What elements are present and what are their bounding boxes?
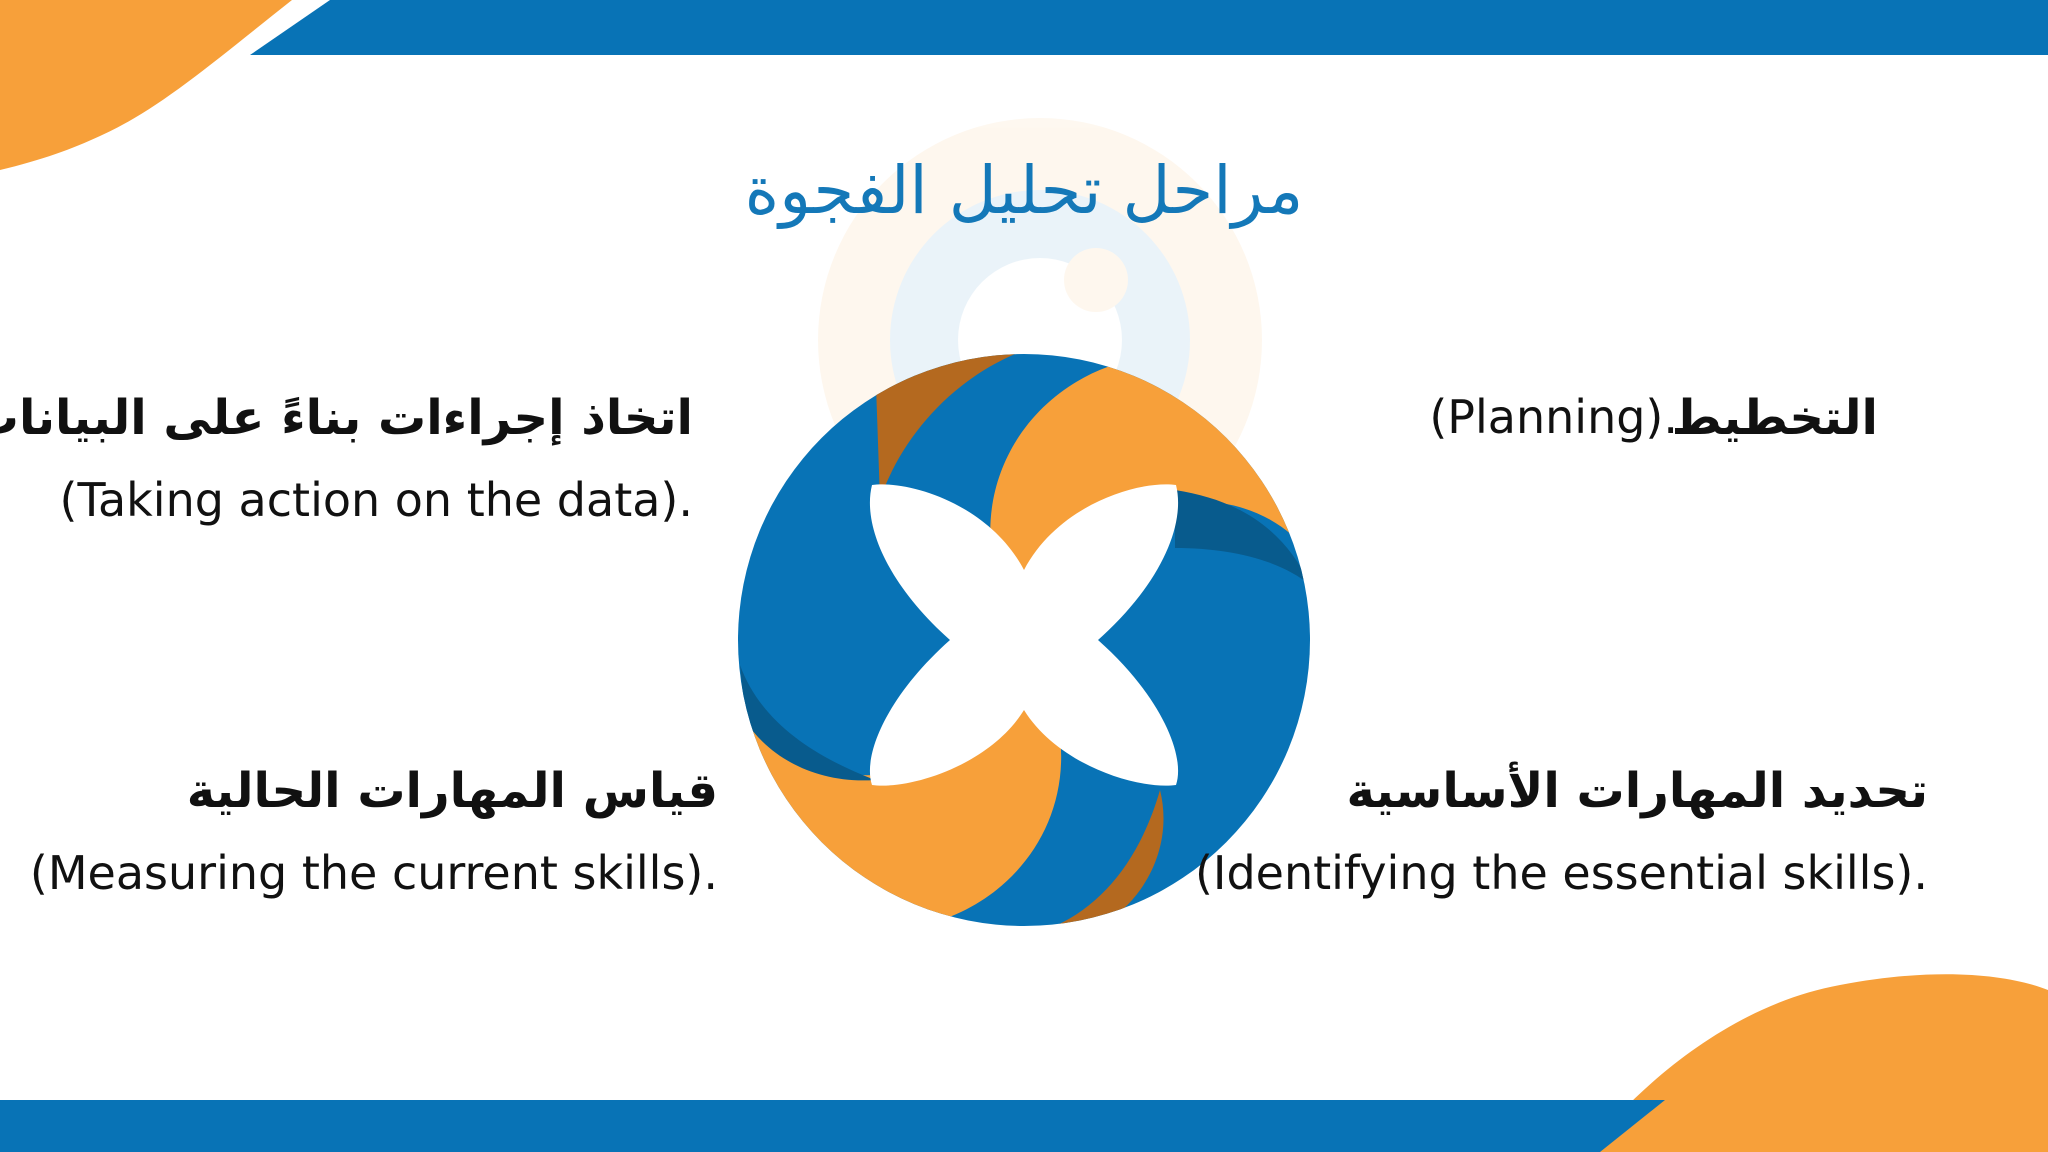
step-english-label: (Planning).: [1429, 390, 1678, 444]
bottom-blue-band: [0, 1100, 1665, 1152]
step-arabic-label: اتخاذ إجراءات بناءً على البيانات: [0, 390, 693, 446]
gap-analysis-step-identify: تحديد المهارات الأساسية (Identifying the…: [1195, 765, 1928, 898]
gap-analysis-step-planning: التخطيط: [1672, 392, 1878, 445]
step-arabic-label: التخطيط: [1671, 390, 1878, 446]
step-english-label: (Identifying the essential skills).: [1194, 845, 1928, 900]
top-blue-band: [250, 0, 2048, 55]
center-four-petal-cross: [869, 484, 1179, 786]
step-arabic-label: تحديد المهارات الأساسية: [1346, 763, 1928, 819]
gap-analysis-step-action: اتخاذ إجراءات بناءً على البيانات (Taking…: [0, 392, 693, 525]
step-english-label: (Measuring the current skills).: [29, 845, 718, 900]
gap-analysis-step-measure: قياس المهارات الحالية (Measuring the cur…: [30, 765, 718, 898]
step-english-label: (Taking action on the data).: [59, 472, 693, 527]
gap-analysis-cycle-logo: [738, 354, 1310, 926]
step-arabic-label: قياس المهارات الحالية: [186, 763, 718, 819]
bottom-orange-corner-shape: [1585, 974, 2048, 1152]
top-orange-corner-shape: [0, 0, 292, 170]
gap-analysis-step-planning-english: (Planning).: [1429, 392, 1678, 443]
page-title: مراحل تحليل الفجوة: [744, 152, 1304, 229]
